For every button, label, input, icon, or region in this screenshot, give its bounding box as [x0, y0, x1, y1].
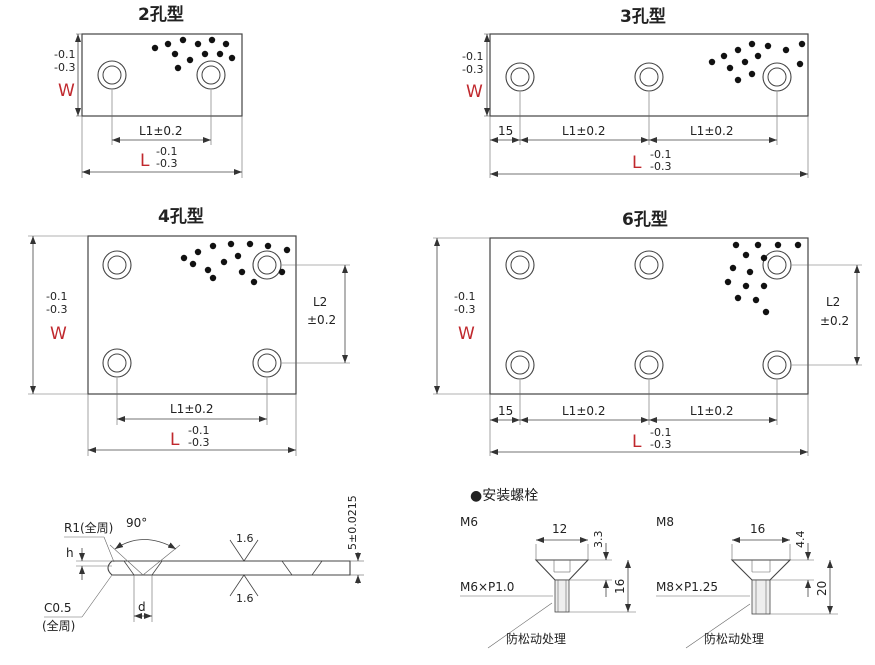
bolt-m8-head-height: 4.4 [794, 531, 807, 549]
hole [762, 62, 792, 92]
roughness-bottom [229, 574, 259, 597]
svg-text:-0.3: -0.3 [650, 160, 671, 173]
W-label: W [50, 324, 67, 344]
svg-text:-0.3: -0.3 [188, 436, 209, 449]
svg-text:-0.1: -0.1 [54, 48, 75, 61]
d-label: d [138, 600, 146, 614]
svg-text:±0.2: ±0.2 [820, 314, 849, 328]
bolt-m8-note: 防松动处理 [704, 631, 764, 646]
hole [505, 250, 535, 280]
bolt-m6-length: 16 [613, 579, 627, 594]
L1-label: L1±0.2 [139, 124, 182, 138]
L1-label: L1±0.2 [690, 404, 733, 418]
L1-label: L1±0.2 [690, 124, 733, 138]
h-label: h [66, 546, 74, 560]
W-label: W [58, 81, 75, 101]
bolt-m8-thread: M8×P1.25 [656, 580, 718, 594]
graphite-dots [724, 241, 802, 316]
W-label: W [458, 324, 475, 344]
svg-text:-0.3: -0.3 [462, 63, 483, 76]
edge-label: 15 [498, 404, 513, 418]
L2-label: L2 [826, 295, 840, 309]
bolt-m6-name: M6 [460, 515, 478, 529]
r1-label: R1(全周) [64, 520, 113, 535]
svg-text:-0.3: -0.3 [46, 303, 67, 316]
bolt-m6-head-height: 3.3 [592, 531, 605, 549]
roughness-top [229, 539, 259, 562]
hole [102, 250, 132, 280]
bolt-m6-thread: M6×P1.0 [460, 580, 514, 594]
plate-3-hole: 3孔型 -0.1 -0.3 W 15 L1±0.2 L1±0.2 L -0.1 … [462, 6, 809, 178]
svg-text:-0.1: -0.1 [46, 290, 67, 303]
bolt-m8-head-width: 16 [750, 522, 765, 536]
svg-text:-0.1: -0.1 [188, 424, 209, 437]
L-label: L [632, 432, 642, 452]
svg-text:-0.1: -0.1 [462, 50, 483, 63]
plate-6-hole: 6孔型 -0.1 -0.3 W L2 ±0.2 15 L1±0.2 L1±0 [433, 209, 862, 456]
svg-text:1.6: 1.6 [236, 592, 254, 605]
bolt-m8-name: M8 [656, 515, 674, 529]
hole [505, 62, 535, 92]
angle-label: 90° [126, 516, 147, 530]
plate-4-hole: 4孔型 -0.1 -0.3 W L2 ±0.2 L1±0.2 L -0.1 -0… [28, 206, 350, 456]
svg-text:-0.3: -0.3 [54, 61, 75, 74]
c05-label: C0.5 [44, 601, 71, 615]
hole [196, 60, 226, 90]
L2-label: L2 [313, 295, 327, 309]
hole [97, 60, 127, 90]
title-3-hole: 3孔型 [620, 6, 666, 27]
hole [252, 250, 282, 280]
L1-label: L1±0.2 [562, 404, 605, 418]
countersink-right [281, 560, 323, 576]
title-6-hole: 6孔型 [622, 209, 668, 230]
hole [505, 350, 535, 380]
hole [102, 348, 132, 378]
graphite-dots [180, 240, 291, 286]
graphite-dots [151, 36, 236, 72]
hole [252, 348, 282, 378]
svg-text:-0.1: -0.1 [454, 290, 475, 303]
L1-label: L1±0.2 [170, 402, 213, 416]
hole [634, 350, 664, 380]
hole [634, 250, 664, 280]
title-2-hole: 2孔型 [138, 4, 184, 25]
svg-text:-0.1: -0.1 [650, 148, 671, 161]
L-label: L [632, 153, 642, 173]
L-label: L [170, 430, 180, 450]
hole [762, 350, 792, 380]
svg-text:-0.3: -0.3 [454, 303, 475, 316]
edge-label: 15 [498, 124, 513, 138]
svg-text:-0.1: -0.1 [156, 145, 177, 158]
svg-text:±0.2: ±0.2 [307, 313, 336, 327]
svg-text:-0.3: -0.3 [156, 157, 177, 170]
svg-text:-0.3: -0.3 [650, 438, 671, 451]
svg-text:-0.1: -0.1 [650, 426, 671, 439]
L-label: L [140, 151, 150, 171]
c05-sub-label: (全周) [42, 618, 75, 633]
hole [762, 250, 792, 280]
bolt-m6-head-width: 12 [552, 522, 567, 536]
bolt-m6: M6 12 3.3 16 M6×P1.0 防松动处理 [460, 515, 636, 649]
bolt-m6-note: 防松动处理 [506, 631, 566, 646]
W-label: W [466, 82, 483, 102]
bolt-m8: M8 16 4.4 20 M8×P1.25 防松动处理 [656, 515, 838, 649]
thickness-label: 5±0.0215 [346, 495, 359, 550]
bolts-title: ●安装螺栓 [470, 488, 538, 504]
svg-text:1.6: 1.6 [236, 532, 254, 545]
L1-label: L1±0.2 [562, 124, 605, 138]
title-4-hole: 4孔型 [158, 206, 204, 227]
bolt-m8-length: 20 [815, 581, 829, 596]
plate-cross-section: 90° R1(全周) h C0.5 (全周) d 1.6 1.6 5±0.021… [42, 495, 364, 633]
hole [634, 62, 664, 92]
plate-2-hole: 2孔型 -0.1 -0.3 W L1±0.2 L -0.1 -0.3 [54, 4, 243, 178]
graphite-dots [708, 40, 806, 84]
